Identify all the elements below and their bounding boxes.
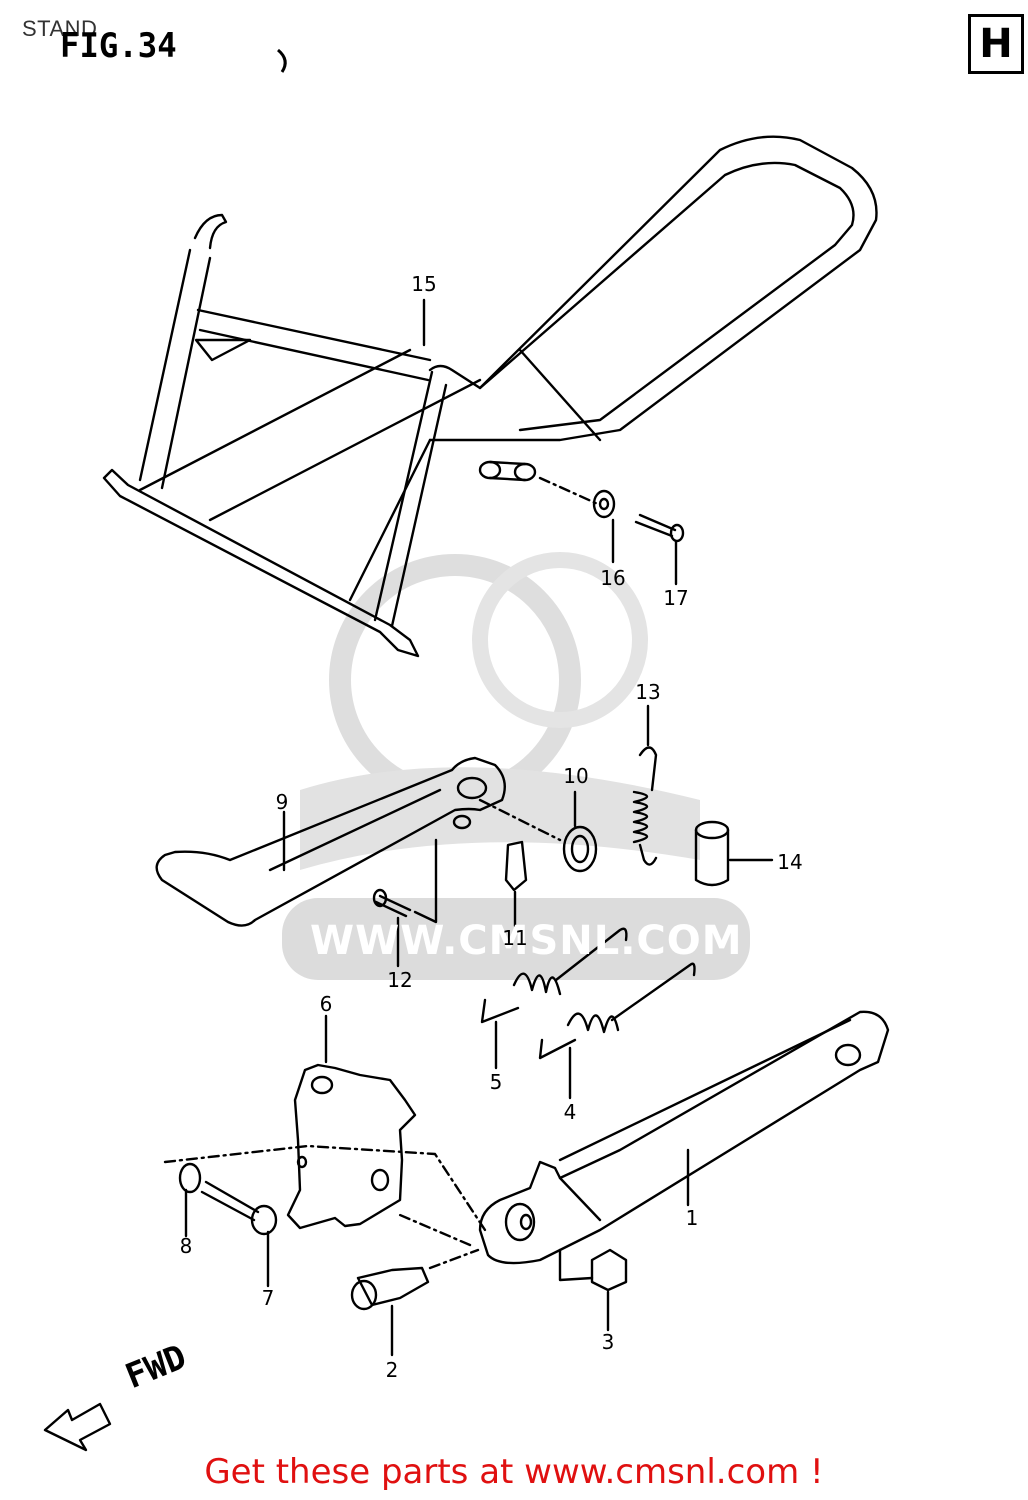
watermark-url: WWW.CMSNL.COM [310, 918, 743, 964]
callout-15: 15 [411, 272, 437, 296]
callout-8: 8 [179, 1234, 193, 1258]
stand-lever-arm [155, 756, 506, 927]
callout-13: 13 [635, 680, 661, 704]
leader-12-bracket [413, 838, 438, 924]
center-stand-frame [102, 135, 878, 658]
callout-10: 10 [563, 764, 589, 788]
spring-5 [480, 927, 628, 1024]
spring-13 [632, 746, 658, 866]
callout-1: 1 [685, 1206, 699, 1230]
callout-12: 12 [387, 968, 413, 992]
callout-2: 2 [385, 1358, 399, 1382]
leader-6-dash [163, 1144, 487, 1232]
nut-3 [590, 1248, 628, 1292]
stand-bolt-spacer [592, 489, 685, 543]
callout-6: 6 [319, 992, 333, 1016]
leader-16-dash [538, 476, 602, 507]
figure-number: FIG.34 [60, 26, 177, 66]
washer-8 [178, 1162, 202, 1194]
leader-9-dash [478, 798, 562, 842]
callout-9: 9 [275, 790, 289, 814]
callout-3: 3 [601, 1330, 615, 1354]
bolt-7 [200, 1180, 278, 1236]
callout-16: 16 [600, 566, 626, 590]
washer-10 [562, 825, 598, 873]
forward-arrow [43, 1402, 112, 1452]
cotter-pin-11 [504, 840, 528, 892]
cmsnl-watermark [282, 552, 750, 980]
side-stand-1 [478, 1010, 890, 1265]
stand-bracket-6 [286, 1063, 417, 1230]
callout-4: 4 [563, 1100, 577, 1124]
callout-7: 7 [261, 1286, 275, 1310]
page-title: STAND [22, 16, 98, 41]
callout-11: 11 [502, 926, 528, 950]
callout-14: 14 [777, 850, 803, 874]
spring-4 [538, 962, 696, 1060]
callout-17: 17 [663, 586, 689, 610]
callout-5: 5 [489, 1070, 503, 1094]
footer-link[interactable]: Get these parts at www.cmsnl.com ! [204, 1452, 824, 1492]
sleeve-14 [694, 820, 730, 887]
pivot-bolt-2 [350, 1266, 430, 1311]
section-code-box: H [968, 14, 1024, 74]
